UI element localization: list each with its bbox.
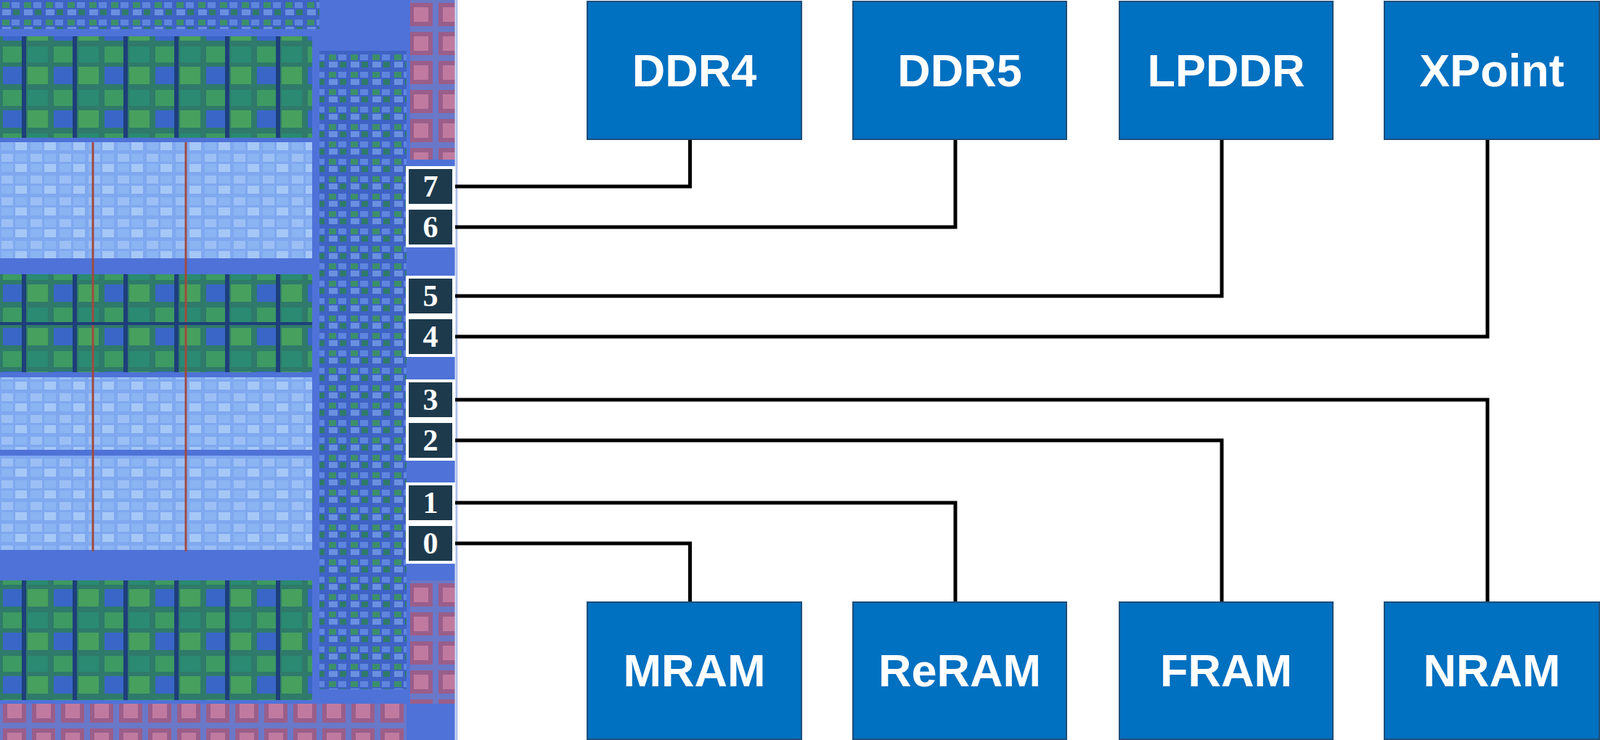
memory-label: XPoint	[1419, 47, 1565, 94]
memory-label: NRAM	[1423, 648, 1561, 695]
callout-number: 6	[423, 211, 439, 243]
connector-line	[455, 140, 1488, 337]
memory-box: XPoint	[1383, 0, 1600, 141]
connector-line	[455, 400, 1488, 602]
memory-box: FRAM	[1118, 601, 1334, 740]
channel-number: 6	[405, 206, 456, 248]
channel-number: 5	[405, 275, 456, 317]
memory-label: ReRAM	[878, 648, 1042, 695]
connector-line	[455, 503, 956, 602]
callout-number: 4	[423, 321, 439, 353]
channel-number: 3	[405, 379, 456, 421]
memory-label: DDR5	[897, 47, 1023, 94]
channel-number: 0	[405, 523, 456, 565]
callout-number: 3	[423, 384, 439, 416]
callout-number: 7	[423, 171, 439, 202]
memory-label: DDR4	[632, 47, 758, 94]
memory-box: DDR4	[586, 0, 803, 141]
connector-line	[455, 140, 956, 228]
connector-line	[455, 140, 1222, 297]
connector-line	[455, 543, 691, 602]
channel-number: 4	[405, 316, 456, 358]
callout-number: 5	[423, 280, 439, 312]
memory-box: LPDDR	[1118, 0, 1334, 141]
die-photo	[0, 0, 458, 740]
connector-line	[455, 440, 1222, 602]
callout-number: 0	[423, 528, 439, 559]
callout-number: 1	[423, 487, 439, 519]
callout-number: 2	[423, 425, 439, 456]
memory-box: MRAM	[586, 601, 803, 740]
memory-label: MRAM	[623, 648, 766, 695]
memory-label: LPDDR	[1147, 47, 1306, 94]
memory-box: NRAM	[1383, 601, 1600, 740]
channel-number: 1	[405, 482, 456, 524]
memory-box: ReRAM	[852, 601, 1068, 740]
memory-box: DDR5	[852, 0, 1068, 141]
connector-line	[455, 140, 691, 187]
memory-label: FRAM	[1160, 648, 1293, 695]
channel-number: 7	[405, 166, 456, 207]
channel-number: 2	[405, 420, 456, 461]
